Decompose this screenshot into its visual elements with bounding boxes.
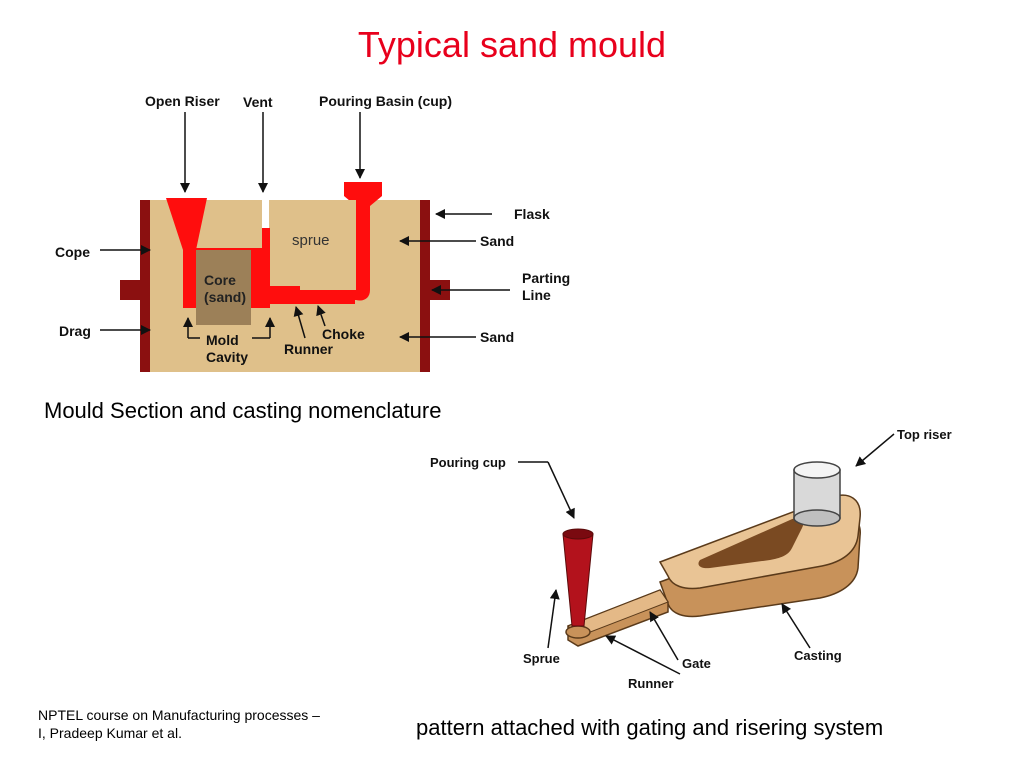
choke-label: Choke: [322, 326, 365, 342]
open-riser-label: Open Riser: [145, 93, 220, 109]
mold-cavity-label: Mold Cavity: [206, 332, 249, 365]
drag-label: Drag: [59, 323, 91, 339]
sprue-pattern-label: Sprue: [523, 651, 560, 666]
gate-label: Gate: [682, 656, 711, 671]
runner-label: Runner: [284, 341, 333, 357]
cope-label: Cope: [55, 244, 90, 260]
flask-wall-right: [420, 200, 430, 372]
open-riser-metal: [166, 198, 207, 308]
runner-pattern-label: Runner: [628, 676, 674, 691]
pattern-caption: pattern attached with gating and riserin…: [416, 715, 884, 740]
vent-label: Vent: [243, 94, 273, 110]
pouring-basin-label: Pouring Basin (cup): [319, 93, 452, 109]
sand-top-label: Sand: [480, 233, 515, 249]
flask-wall-left: [140, 200, 150, 372]
parting-line-label: Parting Line: [522, 270, 571, 303]
page-title: Typical sand mould: [357, 24, 667, 65]
top-riser-label: Top riser: [897, 427, 952, 442]
footer-credit: NPTEL course on Manufacturing processes …: [38, 707, 320, 741]
flask-lug-left: [120, 280, 140, 300]
mould-section-caption: Mould Section and casting nomenclature: [44, 398, 442, 423]
flask-label: Flask: [514, 206, 550, 222]
pouring-cup-label: Pouring cup: [430, 455, 506, 470]
casting-label: Casting: [794, 648, 842, 663]
pouring-cup: [562, 533, 594, 627]
sand-bottom-label: Sand: [480, 329, 515, 345]
core-label: Core (sand): [204, 272, 246, 305]
sprue-chamber: [270, 200, 356, 286]
core: [196, 250, 251, 325]
vent-gap: [262, 190, 269, 230]
sprue-label: sprue: [292, 232, 330, 249]
casting-recess: [698, 517, 804, 569]
pouring-basin-metal: [300, 182, 382, 301]
